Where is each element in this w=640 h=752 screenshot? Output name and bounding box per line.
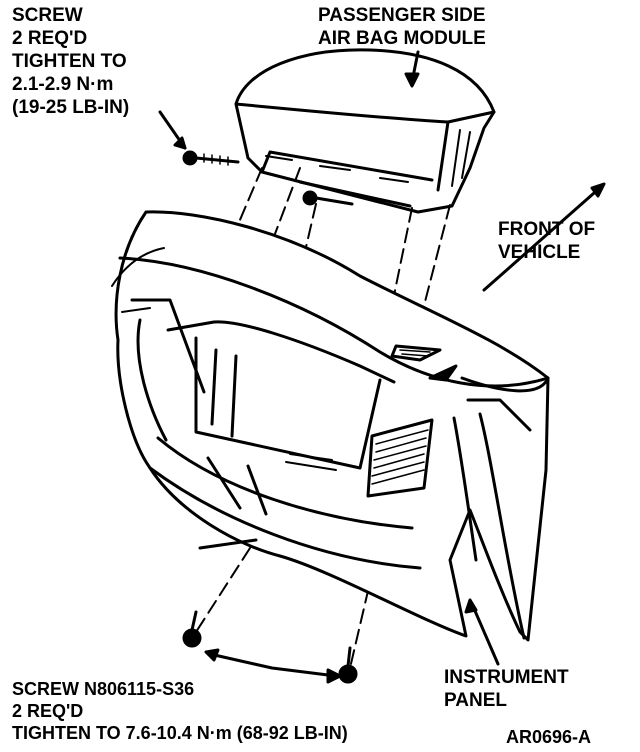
bottom-screw-label-line-1: SCREW N806115-S36 [12,679,195,699]
instrument-panel-label-line-2: PANEL [444,690,507,711]
bottom-screw-label-line-2: 2 REQ'D [12,701,84,721]
top-screw-leader [158,110,187,150]
air-bag-module-label-line-2: AIR BAG MODULE [318,28,486,49]
instrument-panel-label-line-1: INSTRUMENT [444,667,569,688]
front-of-vehicle-label: FRONT OF VEHICLE [498,218,595,264]
front-of-vehicle-label-line-1: FRONT OF [498,219,596,240]
air-bag-module-label: PASSENGER SIDE AIR BAG MODULE [318,4,486,50]
top-screw-label-line-5: (19-25 LB-IN) [12,97,130,118]
top-screw-label-line-4: 2.1-2.9 N·m [12,74,114,95]
top-screw-left [182,150,240,166]
top-screw-center [302,190,354,206]
bottom-screw-right [338,646,358,684]
air-bag-module-label-line-1: PASSENGER SIDE [318,5,486,26]
instrument-panel [114,210,550,642]
air-bag-module [234,48,496,214]
top-screw-label-line-2: 2 REQ'D [12,28,88,49]
bottom-screw-label: SCREW N806115-S36 2 REQ'D TIGHTEN TO 7.6… [12,678,348,744]
front-of-vehicle-label-line-2: VEHICLE [498,242,581,263]
bottom-screw-leader [204,648,342,684]
figure-code: AR0696-A [506,727,592,747]
bottom-screw-left [182,610,202,648]
air-bag-leader [404,50,420,88]
top-screw-label-line-3: TIGHTEN TO [12,51,127,72]
bottom-screw-label-line-3: TIGHTEN TO 7.6-10.4 N·m (68-92 LB-IN) [12,723,348,743]
top-screw-label: SCREW 2 REQ'D TIGHTEN TO 2.1-2.9 N·m (19… [12,4,129,119]
instrument-panel-label: INSTRUMENT PANEL [444,666,569,712]
front-arrow [482,182,606,292]
instrument-panel-leader [464,598,500,666]
top-screw-label-line-1: SCREW [12,5,83,26]
